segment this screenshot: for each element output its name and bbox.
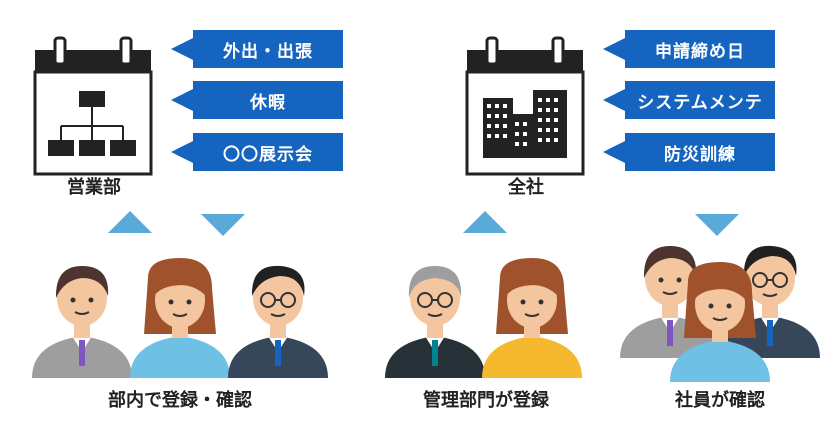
person-woman-blue-icon xyxy=(130,258,230,378)
tag-business-trip: 外出・出張 xyxy=(171,30,343,68)
tag-application-deadline: 申請締め日 xyxy=(603,30,775,68)
person-senior-glasses-icon xyxy=(385,266,485,378)
sales-calendar-label: 営業部 xyxy=(67,177,121,198)
person-man-glasses-navy-icon xyxy=(228,265,328,378)
tag-vacation: 休暇 xyxy=(171,81,343,119)
company-calendar xyxy=(465,36,585,176)
arrow-down-staff xyxy=(695,214,739,236)
arrow-up-admin xyxy=(463,211,507,233)
person-woman-yellow-icon xyxy=(482,258,582,378)
tag-exhibition: 〇〇展示会 xyxy=(171,133,343,171)
sales-calendar xyxy=(33,36,153,176)
org-chart-calendar-icon xyxy=(33,36,153,176)
arrow-up-left xyxy=(108,211,152,233)
person-man-gray-icon xyxy=(32,266,132,378)
tag-disaster-drill: 防災訓練 xyxy=(603,133,775,171)
admin-group-caption: 管理部門が登録 xyxy=(423,390,549,411)
building-calendar-icon xyxy=(465,36,585,176)
staff-group-caption: 社員が確認 xyxy=(675,390,765,411)
arrow-down-left xyxy=(201,214,245,236)
left-group-caption: 部内で登録・確認 xyxy=(108,390,252,411)
company-calendar-label: 全社 xyxy=(508,177,544,198)
tag-system-maintenance: システムメンテ xyxy=(603,81,775,119)
person-woman-front-icon xyxy=(670,262,770,382)
